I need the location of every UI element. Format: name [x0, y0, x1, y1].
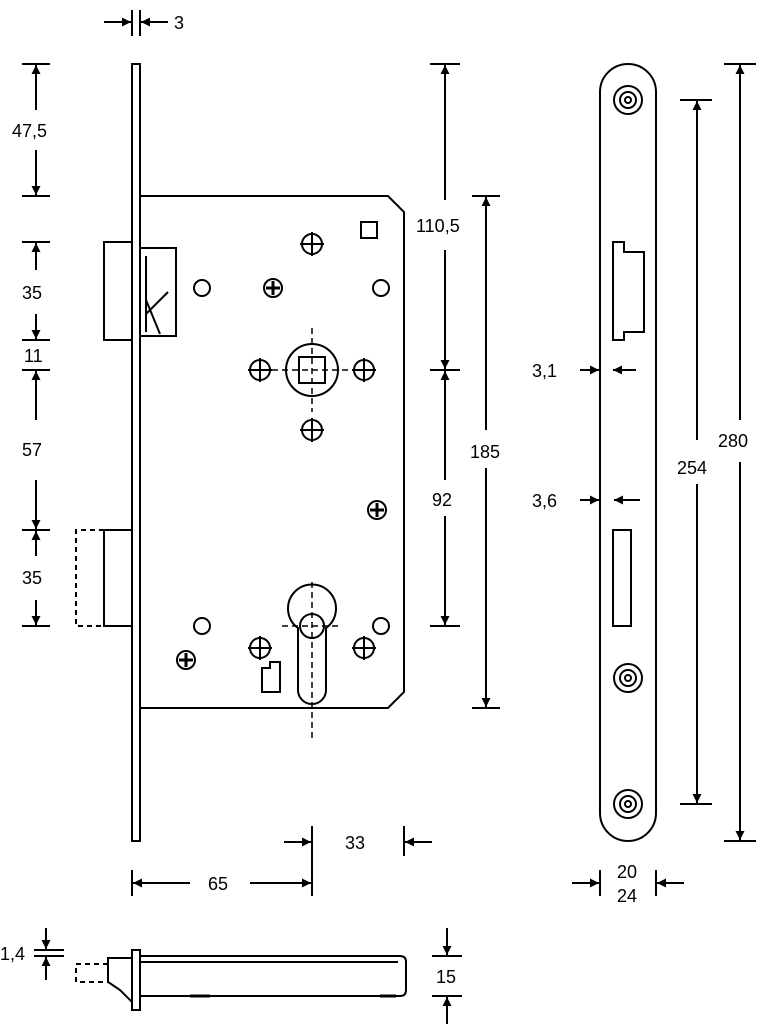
faceplate-outline: [599, 63, 657, 842]
dim-47-5-label: 47,5: [12, 121, 47, 141]
dead-bolt: [75, 529, 133, 627]
faceplate-view: [599, 63, 657, 842]
screws: [176, 278, 387, 670]
faceplate-screw-holes: [613, 85, 643, 819]
backset-dims: [131, 826, 432, 896]
hole: [372, 279, 390, 297]
dim-24-label: 24: [617, 886, 637, 906]
lever: [261, 661, 281, 693]
dim-280-label: 280: [718, 431, 748, 451]
dim-1-4-label: 1,4: [0, 944, 25, 964]
dim-254-label: 254: [677, 458, 707, 478]
dim-35-latch-label: 35: [22, 283, 42, 303]
crossed-holes: [248, 232, 376, 660]
side-latch: [107, 957, 133, 1005]
left-dim-chain: [22, 63, 50, 627]
dim-3-label: 3: [174, 13, 184, 33]
dim-185-label: 185: [470, 442, 500, 462]
hole: [193, 279, 211, 297]
square-hole: [360, 221, 378, 239]
side-view: [75, 949, 407, 1011]
latch-bolt: [103, 241, 177, 341]
hole: [372, 617, 390, 635]
side-dims: [34, 928, 462, 1024]
dim-57-label: 57: [22, 440, 42, 460]
dim-faceplate-thickness: [104, 10, 168, 36]
bolt-opening: [612, 529, 632, 627]
front-view: [75, 63, 405, 842]
hole: [193, 617, 211, 635]
dim-92-label: 92: [432, 490, 452, 510]
cylinder-hole: [282, 582, 342, 740]
follower: [272, 328, 352, 412]
dim-15-label: 15: [436, 967, 456, 987]
lock-case: [139, 195, 405, 709]
dim-20-label: 20: [617, 862, 637, 882]
faceplate: [131, 63, 141, 842]
dim-33-label: 33: [345, 833, 365, 853]
dim-3-6-label: 3,6: [532, 491, 557, 511]
dim-3-1-label: 3,1: [532, 361, 557, 381]
latch-opening: [612, 241, 645, 341]
case-dims: [430, 63, 500, 709]
faceplate-dims: [572, 63, 756, 896]
dim-35-bolt-label: 35: [22, 568, 42, 588]
side-faceplate: [131, 949, 141, 1011]
dim-65-label: 65: [208, 874, 228, 894]
dim-110-5-label: 110,5: [416, 216, 460, 236]
side-case: [139, 955, 407, 997]
dim-11-label: 11: [24, 346, 43, 366]
